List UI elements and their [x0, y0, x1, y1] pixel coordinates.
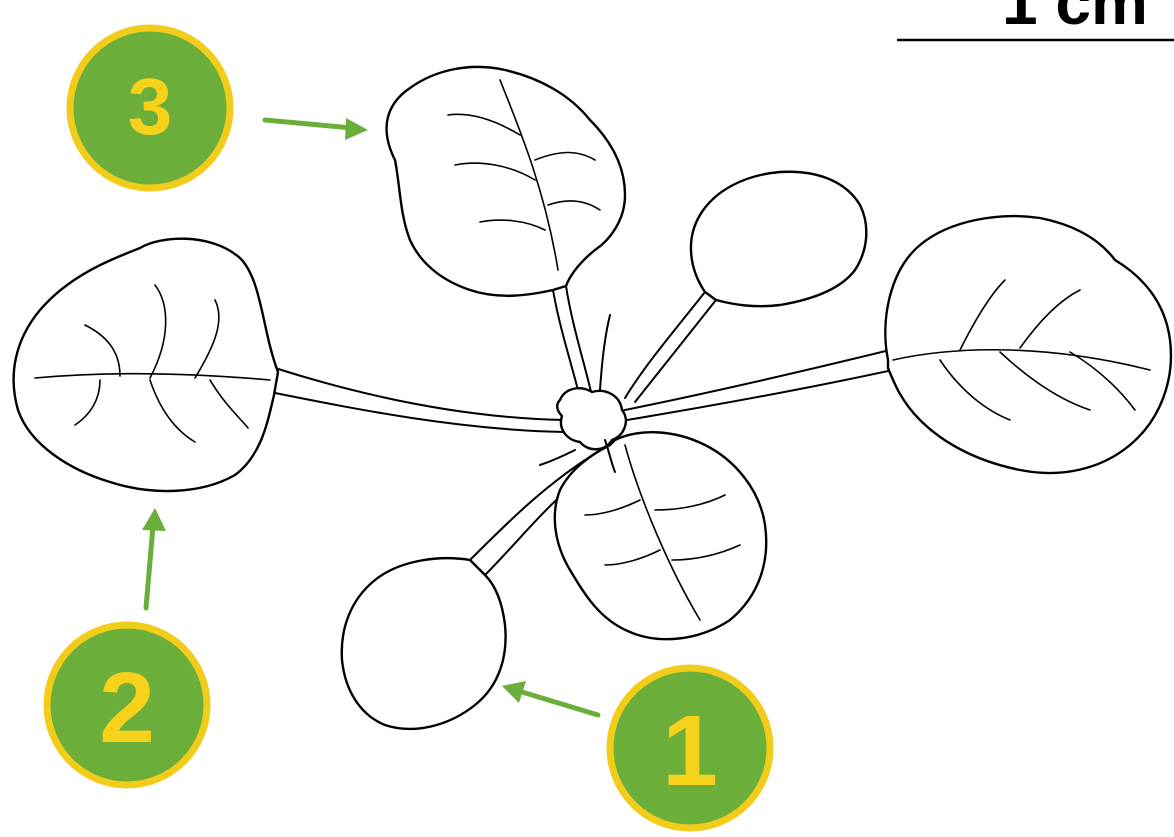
marker-badge-2-label: 2: [99, 652, 155, 764]
arrow-3: [265, 118, 368, 140]
scale-bar-label: 1 cm: [1002, 0, 1148, 38]
true-leaf-upper-right: [691, 172, 866, 306]
marker-badge-3-label: 3: [128, 62, 173, 151]
cotyledon: [342, 558, 506, 729]
marker-badge-1: 1: [610, 668, 770, 828]
arrow-2: [142, 508, 166, 608]
true-leaf-top: [387, 67, 625, 296]
marker-badge-1-label: 1: [662, 695, 718, 807]
marker-badge-2: 2: [47, 625, 207, 785]
petiole-upper-right: [625, 292, 716, 402]
petiole-left: [270, 368, 565, 432]
petiole-right: [615, 350, 893, 422]
true-leaf-lower-right: [555, 432, 766, 639]
true-leaf-right: [885, 216, 1171, 473]
arrow-1: [502, 681, 598, 715]
marker-badge-3: 3: [70, 28, 230, 188]
petiole-top: [553, 286, 592, 398]
scale-bar: 1 cm: [897, 0, 1174, 40]
true-leaf-left: [14, 239, 278, 491]
